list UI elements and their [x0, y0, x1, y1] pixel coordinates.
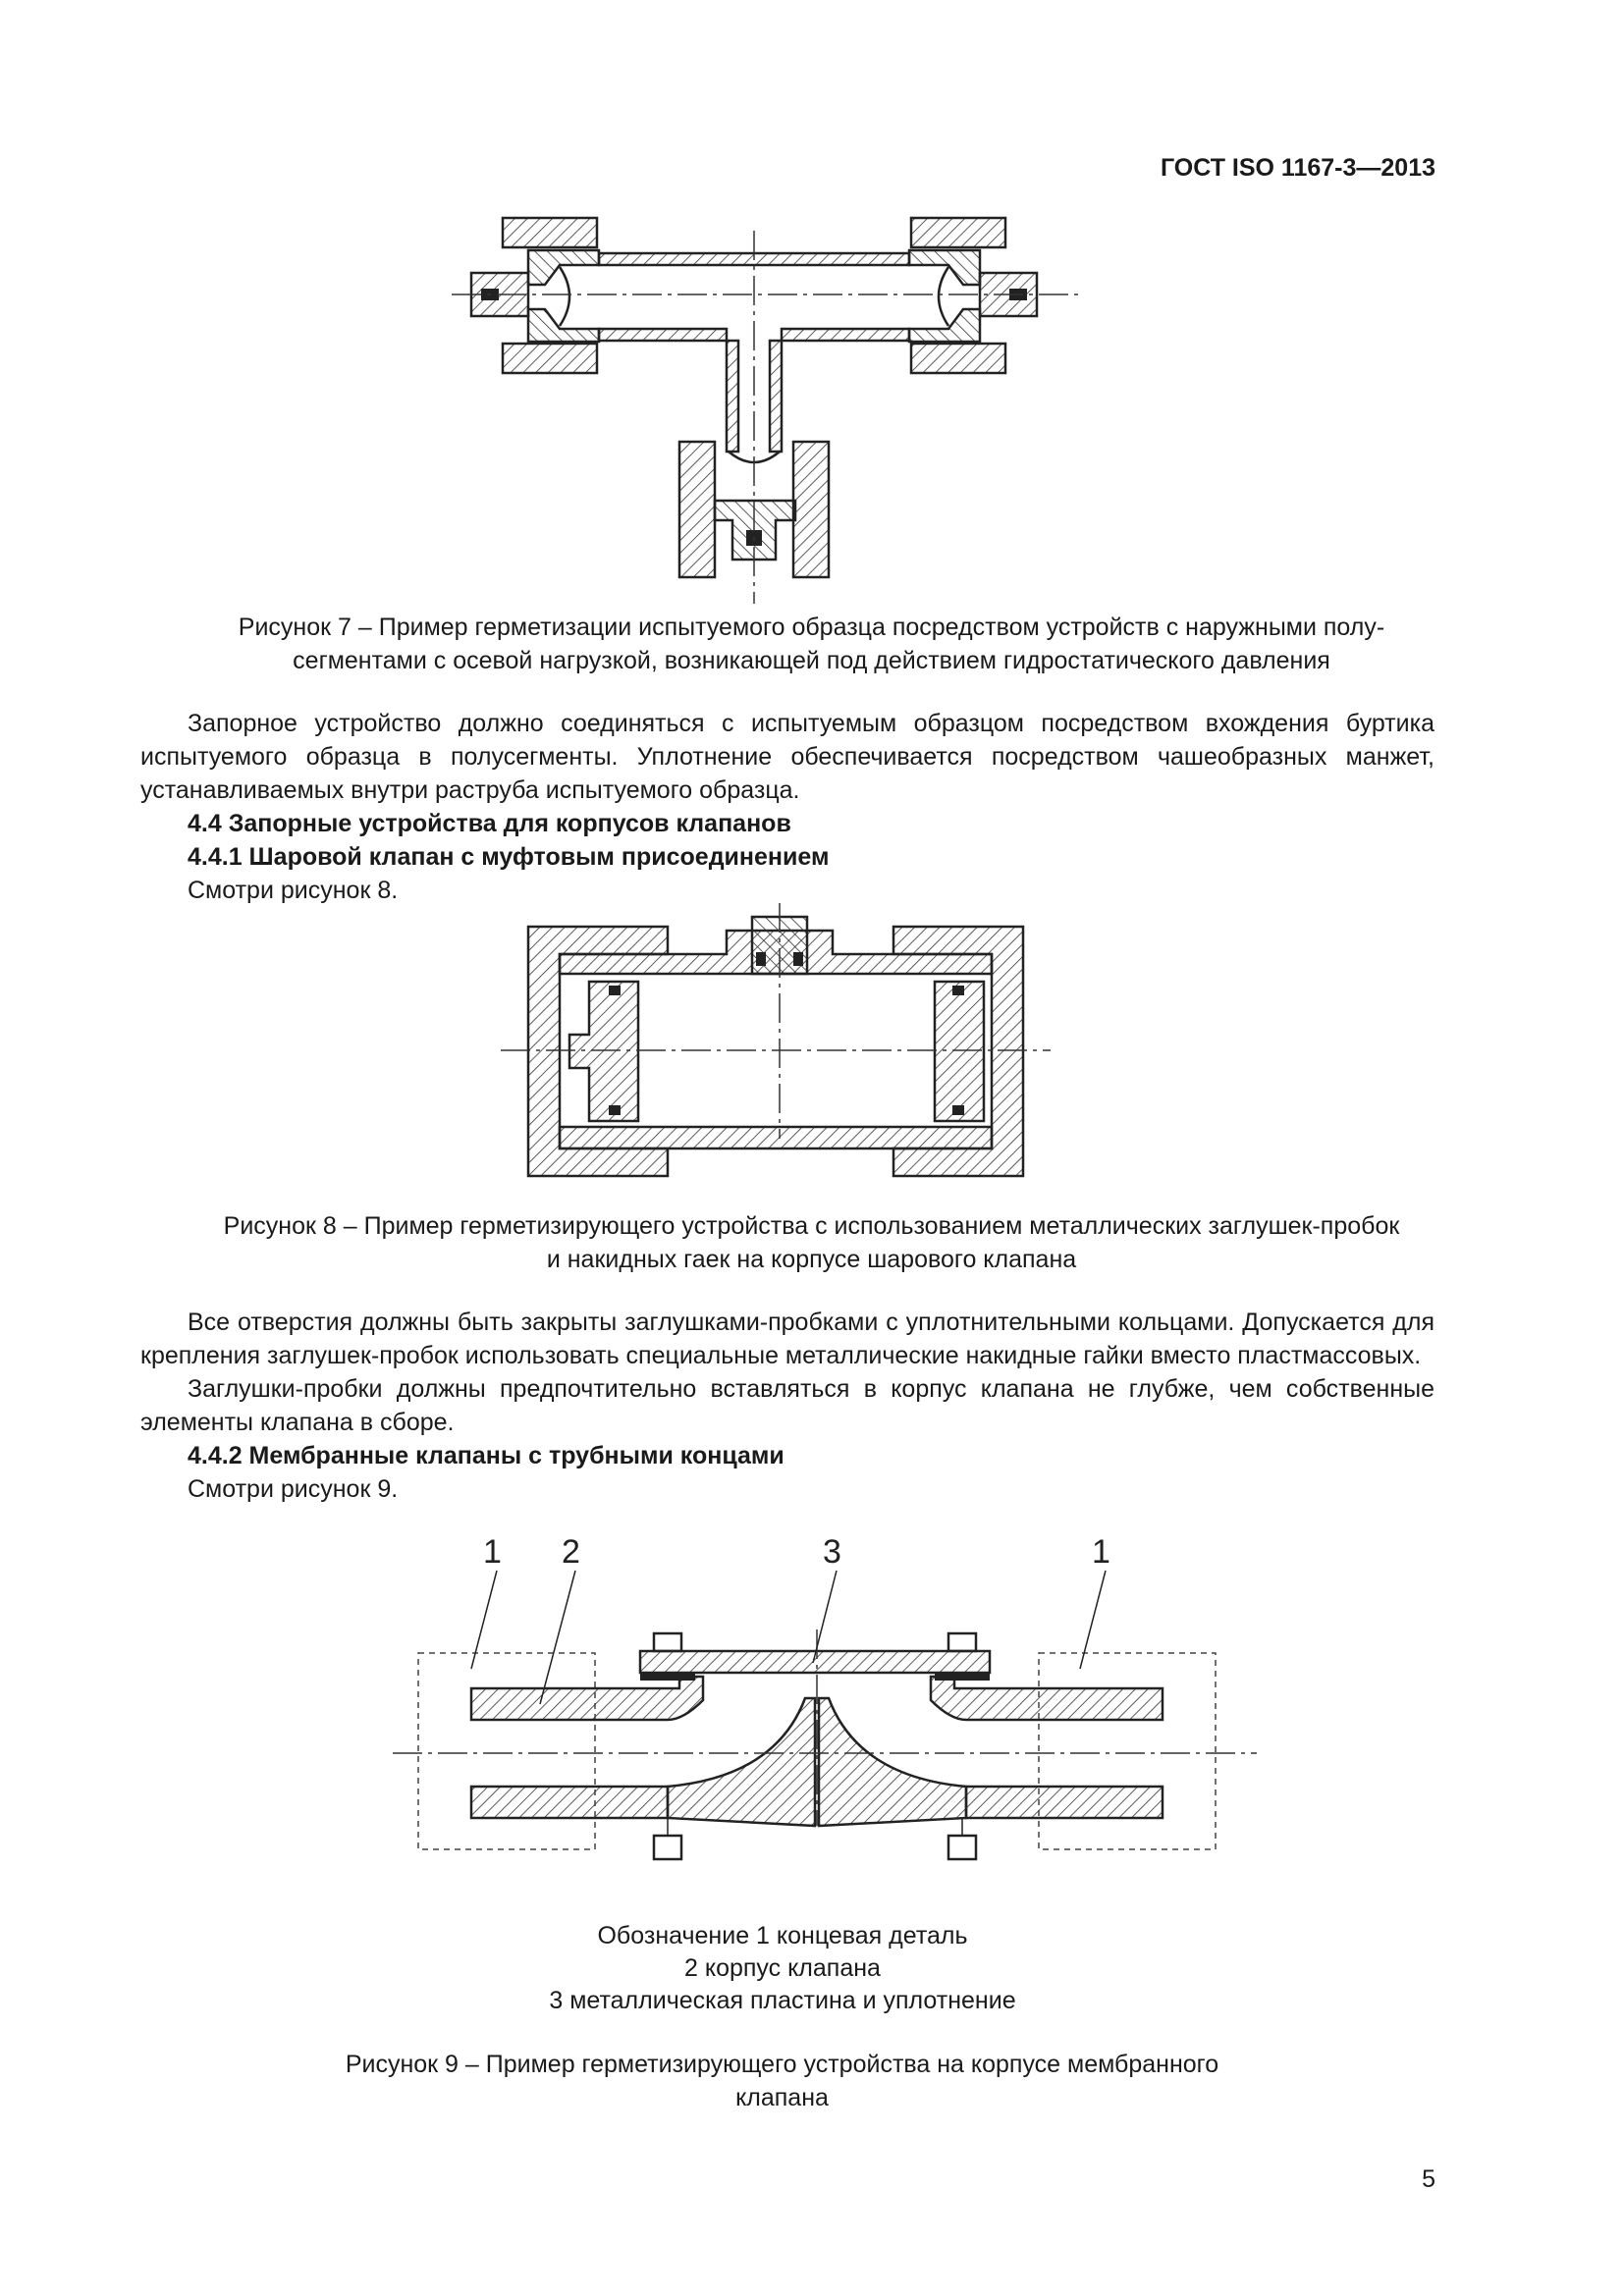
figure-8-caption: Рисунок 8 – Пример герметизирующего устр…	[223, 1212, 1400, 1273]
figure-9-caption: Рисунок 9 – Пример герметизирующего устр…	[345, 2051, 1219, 2111]
figure-9-label-1b: 1	[1092, 1533, 1110, 1571]
figure-9-label-1: 1	[483, 1533, 502, 1571]
section-heading-4-4: 4.4 Запорные устройства для корпусов кла…	[188, 810, 791, 837]
figure-9-label-2: 2	[562, 1533, 580, 1571]
section-text-1: Запорное устройство должно соединяться с…	[140, 707, 1434, 907]
figure-7-caption: Рисунок 7 – Пример герметизации испытуем…	[238, 614, 1385, 674]
paragraph: Все отверстия должны быть закрыты заглуш…	[140, 1308, 1434, 1369]
figure-7-drawing	[452, 216, 1080, 604]
figure-8-drawing	[501, 903, 1051, 1178]
section-text-2: Все отверстия должны быть закрыты заглуш…	[140, 1306, 1434, 1506]
standard-header: ГОСТ ISO 1167-3—2013	[1160, 154, 1435, 182]
figure-reference: Смотри рисунок 8.	[188, 877, 399, 904]
section-heading-4-4-2: 4.4.2 Мембранные клапаны с трубными конц…	[188, 1442, 784, 1469]
paragraph: Заглушки-пробки должны предпочтительно в…	[140, 1375, 1434, 1436]
section-heading-4-4-1: 4.4.1 Шаровой клапан с муфтовым присоеди…	[188, 843, 830, 871]
paragraph: Запорное устройство должно соединяться с…	[140, 710, 1434, 804]
figure-9-drawing: 1 2 3 1	[393, 1533, 1257, 1861]
figure-reference: Смотри рисунок 9.	[188, 1475, 399, 1503]
figure-9-legend: Обозначение 1 концевая деталь 2 корпус к…	[549, 1922, 1016, 2014]
figure-9-label-3: 3	[823, 1533, 841, 1571]
page-number: 5	[1422, 2165, 1435, 2193]
